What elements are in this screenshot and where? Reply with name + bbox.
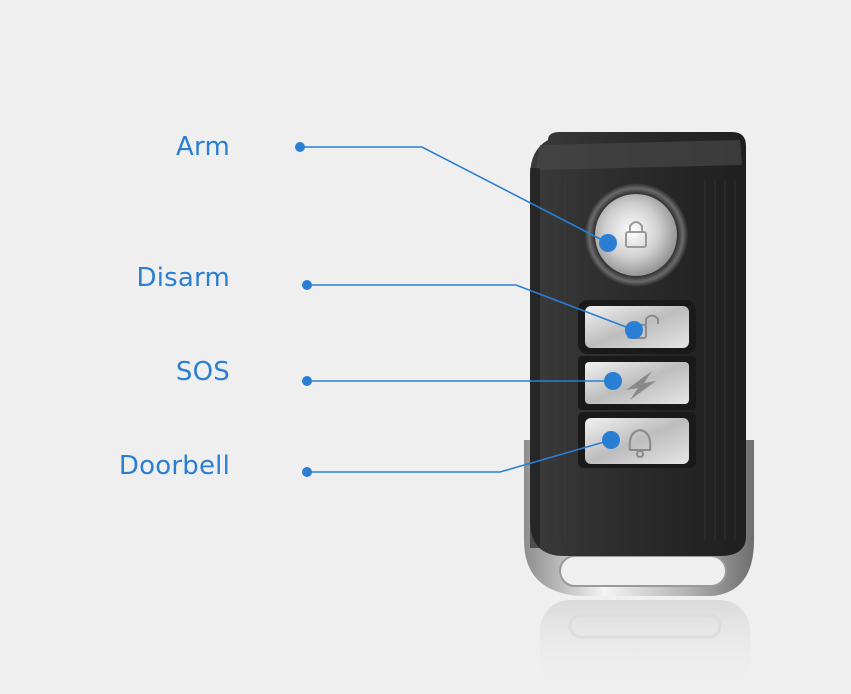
callout-label-sos: SOS	[175, 357, 230, 387]
callout-label-doorbell: Doorbell	[118, 451, 230, 481]
callout-dot-sos-end	[604, 372, 622, 390]
locked-padlock-icon	[625, 221, 647, 248]
brushed-texture	[554, 180, 736, 540]
callout-dot-sos-start	[302, 376, 312, 386]
callout-lines	[300, 146, 635, 473]
callout-dot-disarm-end	[625, 321, 643, 339]
bell-icon	[628, 428, 652, 458]
arm-button[interactable]	[584, 183, 688, 287]
callout-label-arm: Arm	[176, 132, 230, 162]
callout-dot-arm-end	[599, 234, 617, 252]
callout-label-disarm: Disarm	[136, 263, 230, 293]
callout-dot-arm-start	[295, 142, 305, 152]
sos-button[interactable]	[578, 356, 696, 410]
callout-dots	[295, 142, 643, 477]
callout-dot-doorbell-end	[602, 431, 620, 449]
callout-dot-disarm-start	[302, 280, 312, 290]
callout-dot-doorbell-start	[302, 467, 312, 477]
doorbell-button[interactable]	[578, 412, 696, 468]
lightning-bolt-icon	[626, 371, 656, 400]
fob-reflection	[540, 600, 750, 690]
